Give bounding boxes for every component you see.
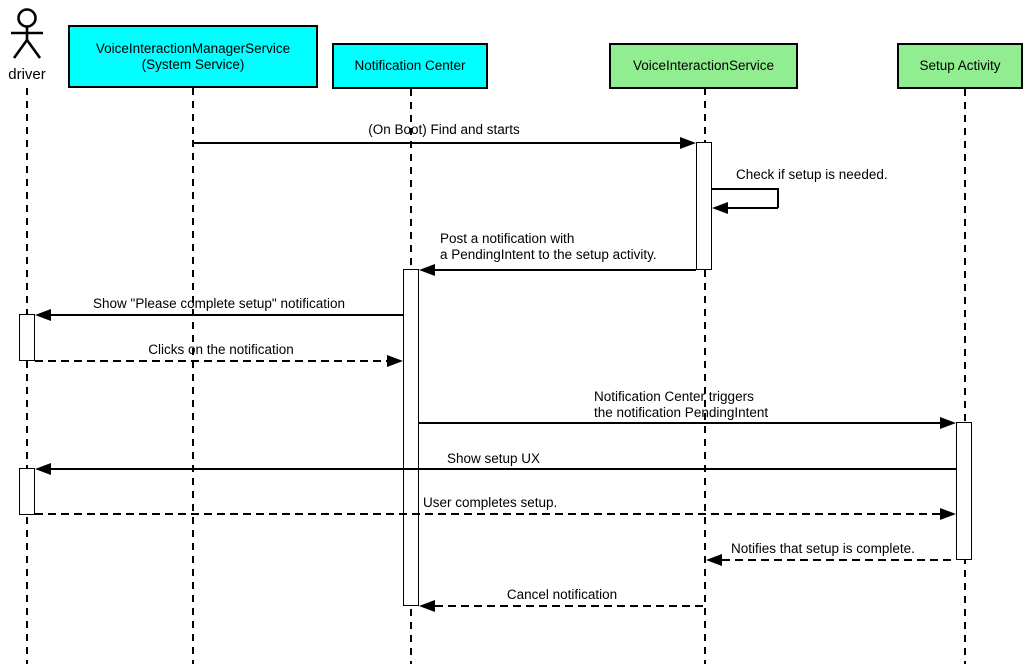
message-label-user-completes-setup: User completes setup. bbox=[423, 495, 558, 510]
activation-bar-driver-2 bbox=[19, 468, 35, 515]
activation-bar-setup-activity bbox=[956, 422, 972, 560]
activation-bar-voice-interaction-service bbox=[696, 142, 712, 270]
message-line-cancel-notification bbox=[435, 605, 705, 607]
message-line-post-notification bbox=[435, 269, 696, 271]
arrowhead-left bbox=[35, 309, 51, 321]
message-line-clicks-notification bbox=[35, 360, 387, 362]
message-line-triggers-pendingintent bbox=[419, 422, 940, 424]
message-line-on-boot-find-and-starts bbox=[193, 142, 680, 144]
message-label-notifies-setup-complete: Notifies that setup is complete. bbox=[731, 541, 915, 556]
message-line-show-setup-notification bbox=[51, 314, 403, 316]
arrowhead-left bbox=[706, 554, 722, 566]
message-line-user-completes-setup bbox=[35, 513, 940, 515]
participant-notification-center: Notification Center bbox=[332, 43, 488, 89]
activation-bar-notification-center bbox=[403, 269, 419, 606]
message-label-show-setup-ux: Show setup UX bbox=[447, 451, 541, 466]
participant-voice-interaction-manager-service: VoiceInteractionManagerService (System S… bbox=[68, 25, 318, 88]
arrowhead-right bbox=[387, 355, 403, 367]
arrowhead-left bbox=[712, 202, 728, 214]
message-line-notifies-setup-complete bbox=[722, 559, 956, 561]
lifeline-driver bbox=[26, 88, 28, 664]
lifeline-voice-interaction-service bbox=[704, 88, 706, 664]
message-label-triggers-pendingintent: Notification Center triggers the notific… bbox=[594, 389, 769, 420]
arrowhead-left bbox=[419, 264, 435, 276]
actor-icon bbox=[11, 8, 43, 59]
message-line-check-setup-top bbox=[712, 188, 778, 190]
message-line-check-setup-bottom bbox=[728, 207, 778, 209]
message-label-clicks-notification: Clicks on the notification bbox=[148, 342, 294, 357]
message-line-check-setup-side bbox=[777, 188, 779, 208]
lifeline-voice-interaction-manager-service bbox=[192, 88, 194, 664]
message-label-check-if-setup-is-needed: Check if setup is needed. bbox=[736, 167, 888, 182]
arrowhead-right bbox=[680, 137, 696, 149]
message-line-show-setup-ux bbox=[51, 468, 956, 470]
message-label-on-boot-find-and-starts: (On Boot) Find and starts bbox=[368, 122, 520, 137]
participant-setup-activity: Setup Activity bbox=[897, 43, 1023, 89]
message-label-show-setup-notification: Show "Please complete setup" notificatio… bbox=[93, 296, 345, 311]
arrowhead-right bbox=[940, 417, 956, 429]
arrowhead-right bbox=[940, 508, 956, 520]
participant-label-driver: driver bbox=[8, 66, 46, 83]
message-label-post-notification: Post a notification with a PendingIntent… bbox=[440, 231, 657, 262]
arrowhead-left bbox=[35, 463, 51, 475]
lifeline-setup-activity bbox=[964, 89, 966, 664]
activation-bar-driver-1 bbox=[19, 314, 35, 361]
participant-voice-interaction-service: VoiceInteractionService bbox=[609, 43, 798, 89]
arrowhead-left bbox=[419, 600, 435, 612]
message-label-cancel-notification: Cancel notification bbox=[506, 587, 618, 602]
